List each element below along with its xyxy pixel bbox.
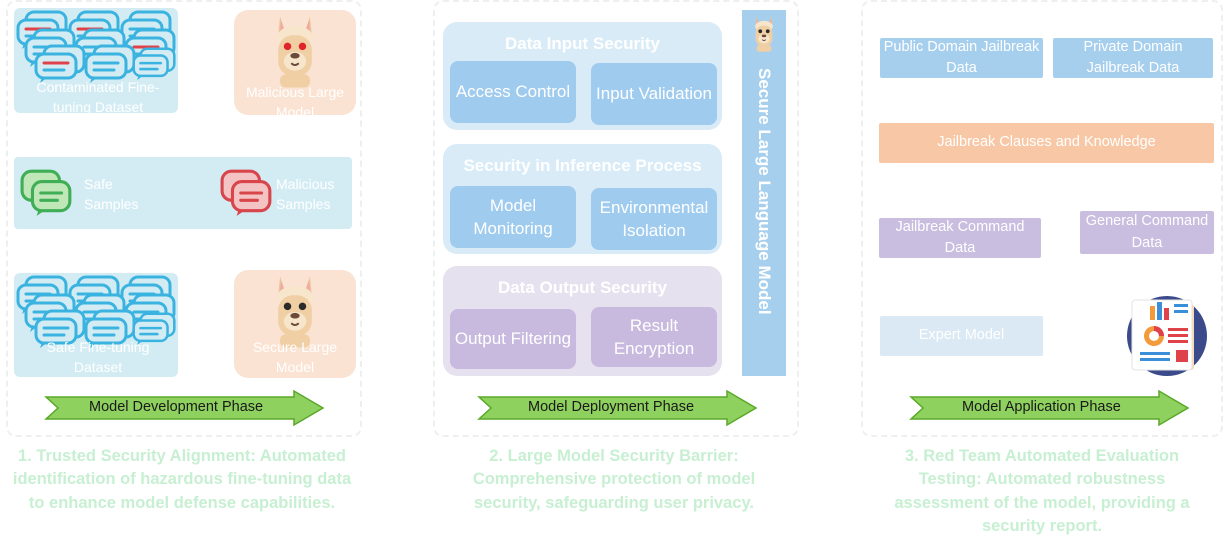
inference-security-title: Security in Inference Process [463, 156, 702, 175]
alignment-caption: 1. Trusted Security Alignment: Automated… [12, 447, 352, 512]
input-security-group: Data Input Security Access Control Input… [443, 22, 722, 130]
trusted-alignment-panel [6, 0, 362, 437]
safe-chat-icon [20, 169, 74, 217]
safe-samples-label: Safe Samples [84, 176, 139, 213]
secure-model-tile: Secure Large Model [234, 270, 356, 378]
development-phase-label: Model Development Phase [89, 399, 264, 415]
environmental-isolation-box: Environmental Isolation [591, 188, 717, 250]
secure-llm-label: Secure Large Language Model [755, 68, 774, 315]
contaminated-dataset-label: Contaminated Fine-tuning Dataset [36, 79, 160, 116]
chat-bubbles-icon [16, 10, 176, 84]
application-phase-label: Model Application Phase [962, 399, 1121, 415]
application-phase-arrow [909, 389, 1190, 427]
red-team-panel [861, 0, 1223, 437]
expert-model-box: Expert Model [880, 316, 1043, 356]
access-control-box: Access Control [450, 61, 576, 123]
jailbreak-command-box: Jailbreak Command Data [879, 218, 1041, 258]
output-filtering-box: Output Filtering [450, 309, 576, 369]
general-command-box: General Command Data [1080, 211, 1214, 254]
deployment-phase-label: Model Deployment Phase [528, 399, 695, 415]
llama-icon [750, 14, 778, 54]
output-security-title: Data Output Security [497, 278, 668, 297]
malicious-samples-label: Malicious Samples [276, 176, 335, 213]
secure-model-label: Secure Large Model [252, 339, 338, 376]
malicious-model-label: Malicious Large Model [245, 84, 345, 121]
input-security-title: Data Input Security [505, 34, 660, 53]
contaminated-dataset-tile: Contaminated Fine-tuning Dataset [14, 8, 178, 115]
development-phase-arrow [44, 389, 325, 427]
result-encryption-box: Result Encryption [591, 307, 717, 367]
samples-tile: Safe Samples Malicious Samples [14, 157, 352, 229]
safe-dataset-tile: Safe Fine-tuning Dataset [14, 273, 178, 377]
public-domain-box: Public Domain Jailbreak Data [880, 38, 1043, 78]
llama-icon [267, 274, 323, 350]
jailbreak-clauses-box: Jailbreak Clauses and Knowledge [879, 123, 1214, 163]
private-domain-box: Private Domain Jailbreak Data [1053, 38, 1213, 78]
model-monitoring-box: Model Monitoring [450, 186, 576, 248]
inference-security-group: Security in Inference Process Model Moni… [443, 144, 722, 254]
security-barrier-panel [433, 0, 799, 437]
report-icon [1127, 296, 1207, 376]
secure-llm-column: Secure Large Language Model [742, 10, 786, 376]
llama-icon [267, 14, 323, 90]
malicious-chat-icon [220, 169, 274, 217]
deployment-phase-arrow [477, 389, 758, 427]
malicious-model-tile: Malicious Large Model [234, 10, 356, 120]
redteam-caption: 3. Red Team Automated Evaluation Testing… [894, 447, 1190, 536]
barrier-caption: 2. Large Model Security Barrier: Compreh… [472, 447, 756, 512]
output-security-group: Data Output Security Output Filtering Re… [443, 266, 722, 376]
input-validation-box: Input Validation [591, 63, 717, 125]
safe-dataset-label: Safe Fine-tuning Dataset [46, 339, 150, 376]
